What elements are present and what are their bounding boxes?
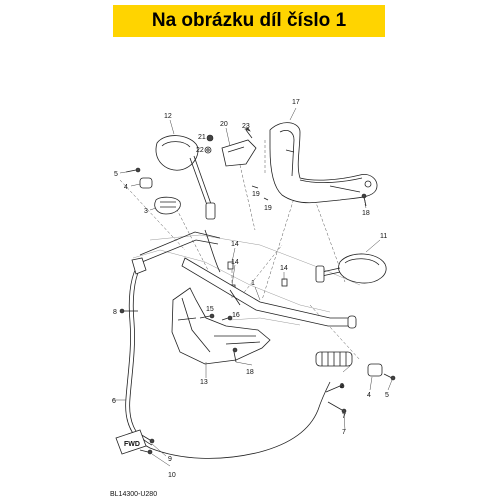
callout-18-lower: 18 xyxy=(246,369,254,376)
callout-8: 8 xyxy=(113,309,117,316)
bolt-8 xyxy=(119,308,138,314)
callout-6: 6 xyxy=(112,398,116,405)
assembly-guide-lines xyxy=(119,140,366,361)
left-mirror-12 xyxy=(155,135,216,220)
right-mirror-11 xyxy=(315,253,387,284)
callout-3: 3 xyxy=(144,208,148,215)
callout-14-top: 14 xyxy=(231,241,239,248)
callout-15: 15 xyxy=(206,306,214,313)
diagram-code: BL14300-U280 xyxy=(110,491,157,498)
callout-16: 16 xyxy=(232,312,240,319)
cover-plate-20 xyxy=(221,139,257,167)
callout-13: 13 xyxy=(200,379,208,386)
callout-9: 9 xyxy=(168,456,172,463)
callout-19-upper: 19 xyxy=(252,191,260,198)
left-grip-parts-3-4-5 xyxy=(125,167,181,215)
lower-handle-cover-13 xyxy=(171,287,271,365)
fasteners-15-16-18 xyxy=(199,185,367,363)
callout-18-upper: 18 xyxy=(362,210,370,217)
callout-21: 21 xyxy=(198,134,206,141)
callout-22: 22 xyxy=(196,147,204,154)
callout-20: 20 xyxy=(220,121,228,128)
handlebar-cover-17 xyxy=(269,122,378,204)
left-brake-lever xyxy=(139,229,221,273)
clips-14 xyxy=(227,261,288,293)
callout-23: 23 xyxy=(242,123,250,130)
callout-12: 12 xyxy=(164,113,172,120)
hardware-21-22-23 xyxy=(204,127,253,154)
clips-7-9-10 xyxy=(139,383,347,455)
callout-7-lower: 7 xyxy=(342,429,346,436)
callout-1: 1 xyxy=(251,280,255,287)
handlebar-ghost-outline xyxy=(132,234,361,326)
callout-2: 2 xyxy=(340,383,344,390)
callout-5-right: 5 xyxy=(385,392,389,399)
callout-10: 10 xyxy=(168,472,176,479)
callout-5-left: 5 xyxy=(114,171,118,178)
callout-11: 11 xyxy=(380,233,387,240)
title-banner: Na obrázku díl číslo 1 xyxy=(113,5,385,37)
callout-19-lower: 19 xyxy=(264,205,272,212)
fwd-label: FWD xyxy=(124,441,140,448)
callout-numbers: 12 20 23 21 22 17 5 4 3 19 19 18 14 14 1… xyxy=(112,99,389,479)
callout-14-mid: 14 xyxy=(231,259,239,266)
callout-leader-lines xyxy=(112,107,393,467)
callout-14-right: 14 xyxy=(280,265,288,272)
title-text: Na obrázku díl číslo 1 xyxy=(151,10,347,31)
cable-6 xyxy=(125,257,331,459)
callout-4-right: 4 xyxy=(367,392,371,399)
forward-direction-arrow: FWD xyxy=(115,429,147,455)
callout-4-left: 4 xyxy=(124,184,128,191)
callout-17: 17 xyxy=(292,99,300,106)
right-grip-2 xyxy=(315,351,396,381)
handlebar-1 xyxy=(181,257,357,329)
callout-7-upper: 7 xyxy=(342,413,346,420)
